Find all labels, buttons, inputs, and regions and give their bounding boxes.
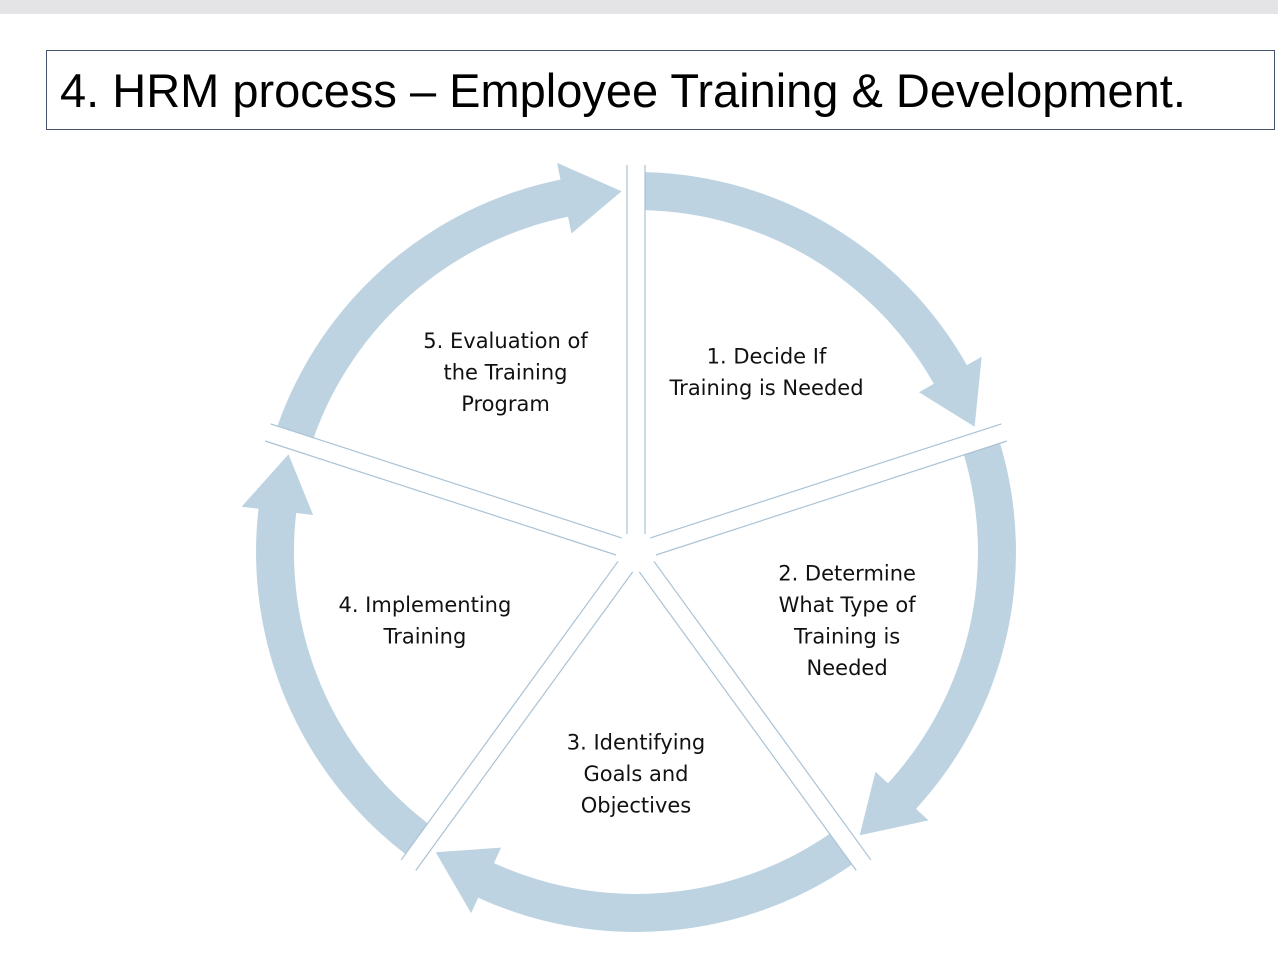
cycle-arrow-1 [644, 172, 982, 427]
step-label-1: 1. Decide If Training is Needed [668, 345, 863, 401]
segment-divider-1 [626, 165, 646, 534]
step-label-line: Objectives [581, 794, 692, 818]
window-top-strip [0, 0, 1278, 14]
divider-line [655, 440, 1007, 556]
cycle-arrow-2 [859, 443, 1016, 836]
divider-line [400, 560, 619, 861]
step-label-line: Needed [807, 656, 888, 680]
segment-divider-2 [650, 423, 1007, 556]
cycle-arrow-4 [241, 454, 429, 854]
divider-line [650, 423, 1002, 539]
divider-line [270, 423, 622, 539]
step-label-line: Training is Needed [668, 376, 863, 400]
step-label-line: the Training [443, 360, 567, 384]
divider-line [265, 440, 617, 556]
step-label-line: 3. Identifying [567, 731, 705, 755]
segment-divider-3 [638, 560, 872, 871]
step-label-line: 1. Decide If [707, 345, 827, 369]
step-label-line: What Type of [779, 593, 917, 617]
step-label-line: 5. Evaluation of [423, 329, 588, 353]
segment-dividers [265, 165, 1007, 871]
step-label-line: 4. Implementing [338, 593, 511, 617]
segment-divider-5 [265, 423, 622, 556]
step-label-line: Training [382, 624, 466, 648]
divider-line [638, 571, 857, 871]
page-title: 4. HRM process – Employee Training & Dev… [60, 64, 1186, 117]
cycle-arrows [241, 162, 1016, 933]
title-box: 4. HRM process – Employee Training & Dev… [46, 50, 1275, 130]
divider-line [653, 560, 872, 861]
divider-line [415, 571, 634, 871]
step-label-line: Training is [793, 624, 900, 648]
segment-divider-4 [400, 560, 634, 871]
step-label-line: 2. Determine [778, 561, 916, 585]
step-label-line: Program [461, 392, 550, 416]
step-label-line: Goals and [584, 762, 689, 786]
cycle-arrow-5 [277, 162, 622, 439]
cycle-arrow-3 [435, 833, 852, 933]
